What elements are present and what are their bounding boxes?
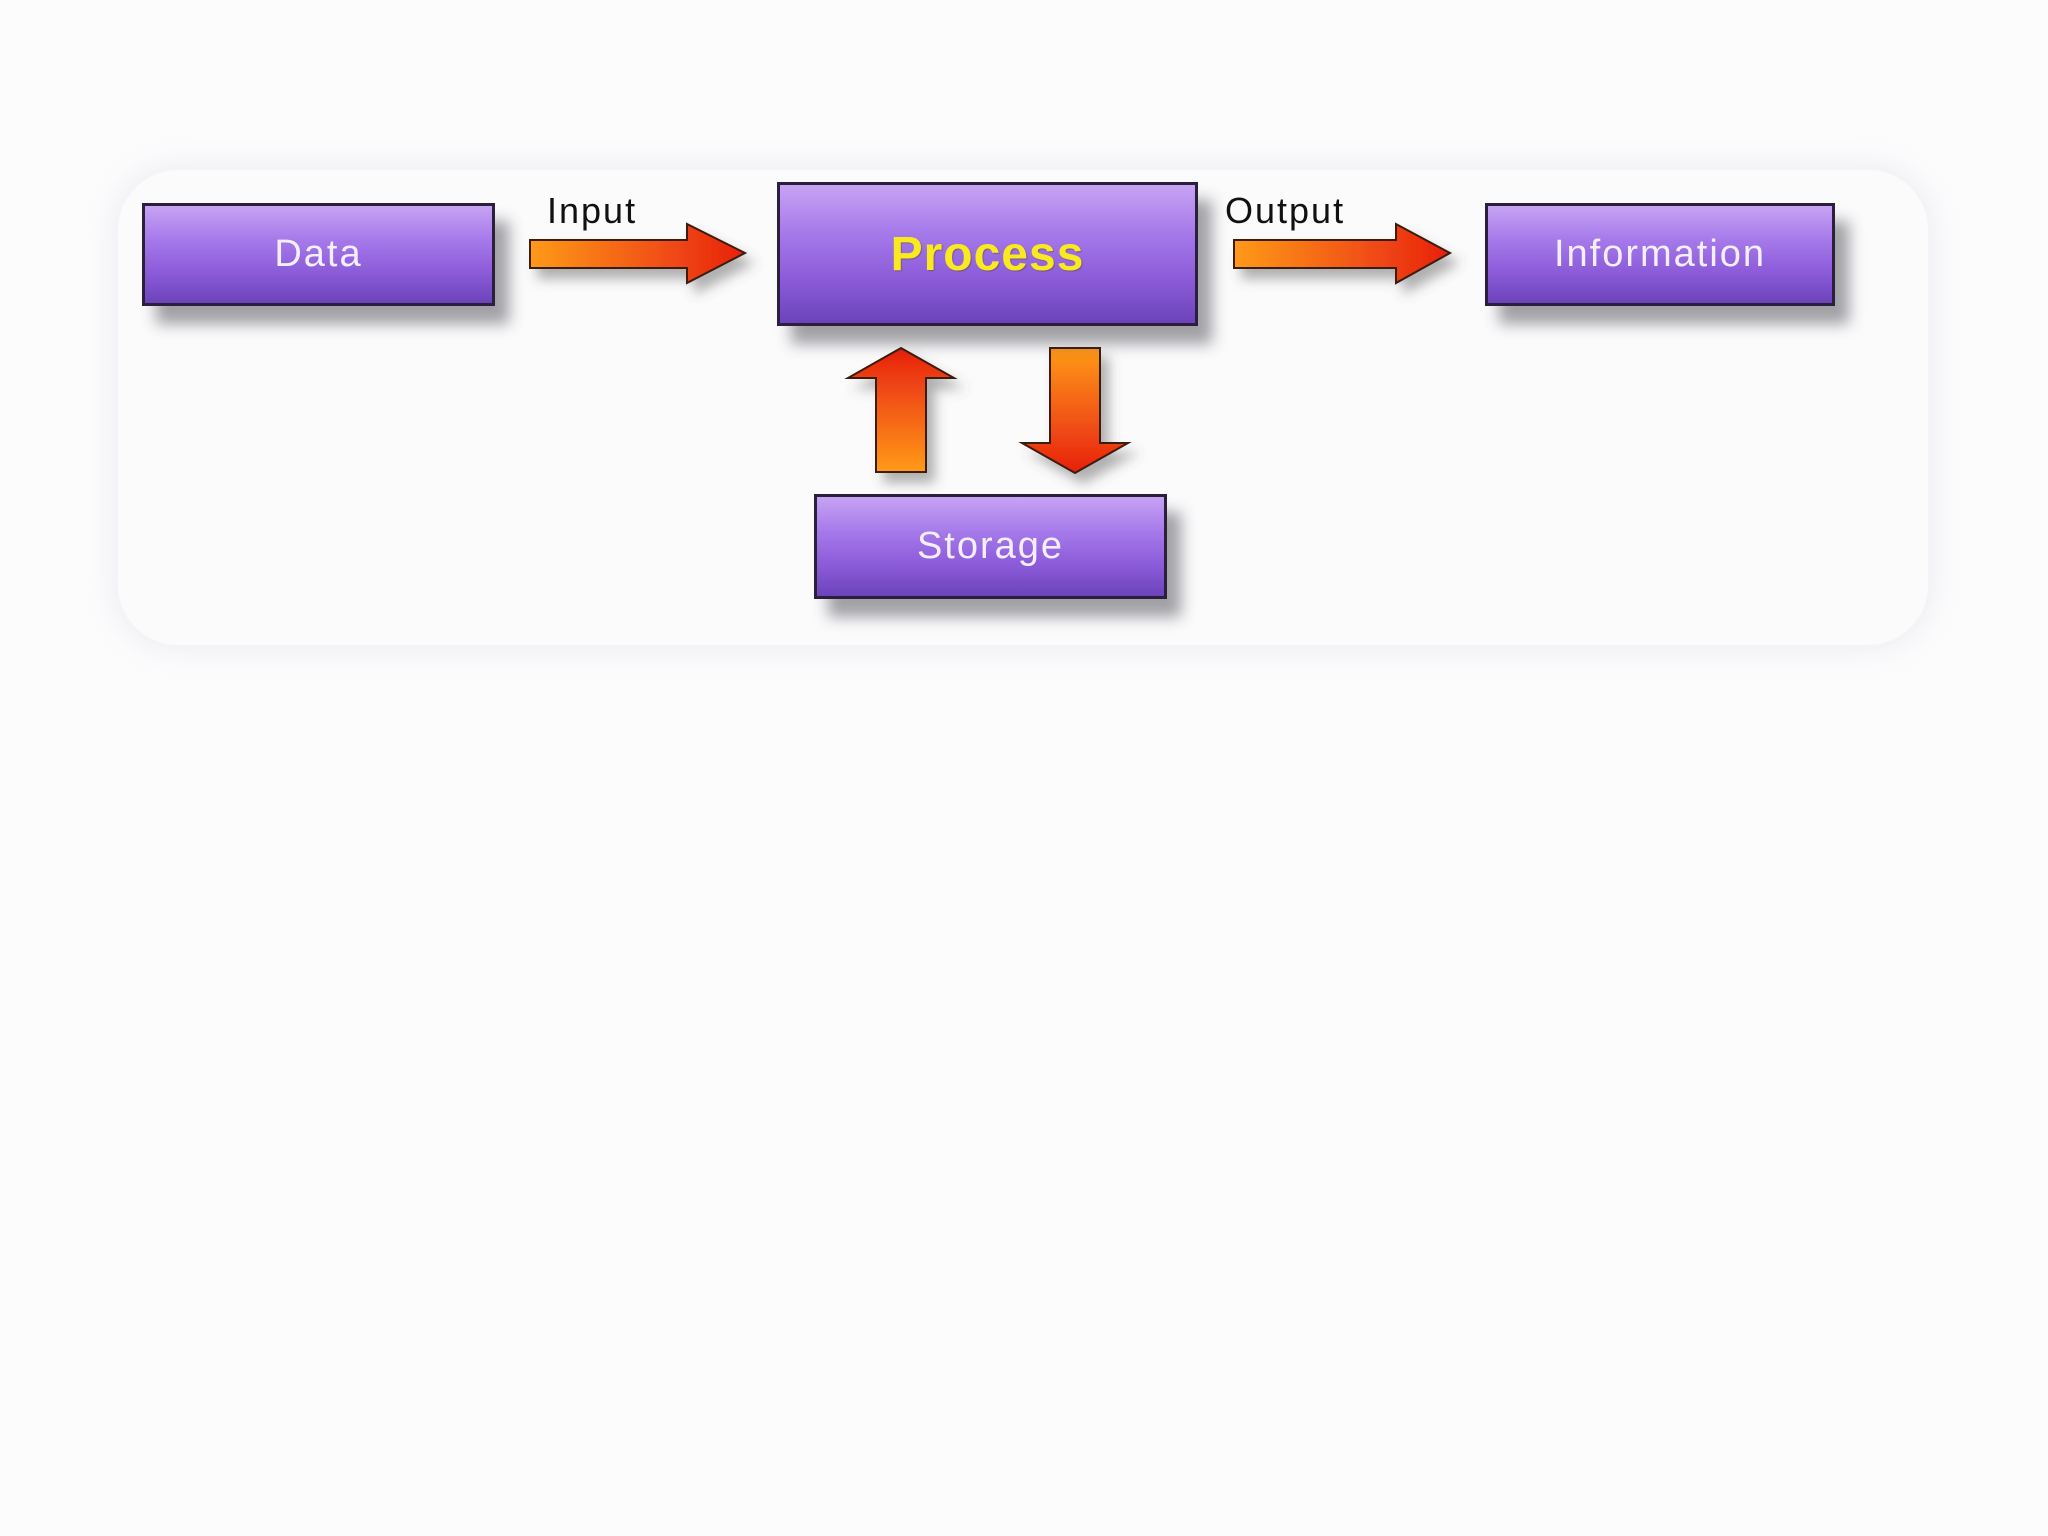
information-node-label: Information	[1553, 233, 1767, 275]
information-node: Information	[1485, 203, 1835, 306]
storage-node-label: Storage	[916, 525, 1065, 567]
process-node-label: Process	[890, 227, 1085, 281]
process-node: Process	[777, 182, 1198, 326]
data-node: Data	[142, 203, 495, 306]
data-node-label: Data	[274, 233, 363, 275]
storage-node: Storage	[814, 494, 1167, 599]
output-label: Output	[1225, 190, 1346, 231]
input-label: Input	[547, 190, 638, 231]
